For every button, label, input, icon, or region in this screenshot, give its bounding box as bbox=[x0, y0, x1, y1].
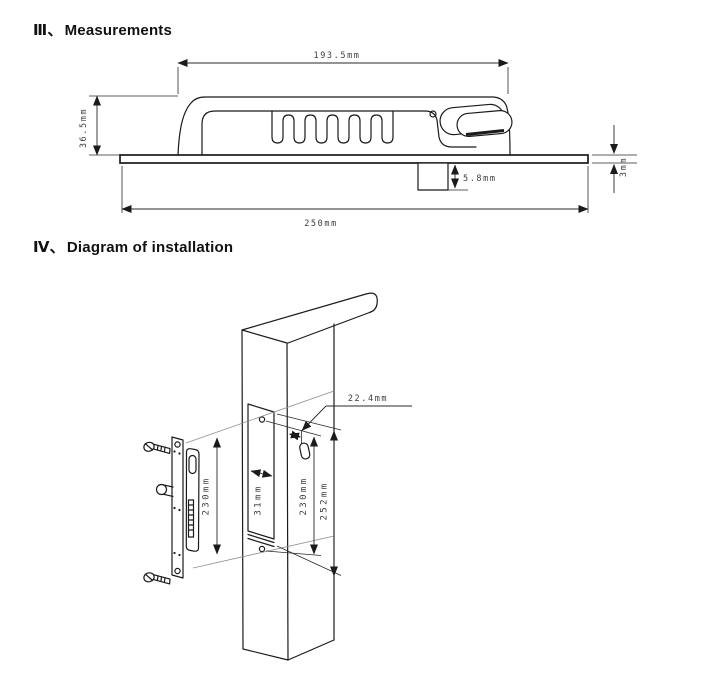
baseplate bbox=[119, 154, 589, 164]
key-cover bbox=[439, 103, 513, 137]
dim-plate-thickness: 3mm bbox=[592, 125, 637, 193]
screw-top bbox=[143, 441, 171, 454]
section-title-measurements: Ⅲ、Measurements bbox=[33, 19, 172, 40]
profile-rack bbox=[187, 499, 195, 538]
screw-bottom bbox=[143, 572, 171, 585]
installation-drawing: 22.4mm 230mm 31mm 230mm bbox=[143, 292, 412, 661]
frame-cutout bbox=[247, 403, 275, 553]
dim-hole-offset: 22.4mm bbox=[289, 394, 412, 444]
dim-body-height-label: 36.5mm bbox=[79, 108, 89, 148]
dim-hole-offset-label: 22.4mm bbox=[348, 394, 388, 404]
dim-cutout-height: 252mm bbox=[276, 413, 342, 577]
dim-body-length-label: 193.5mm bbox=[313, 51, 360, 61]
dim-frame-hole-spacing-label: 230mm bbox=[299, 476, 309, 515]
lock-body-profile bbox=[185, 448, 200, 552]
dim-bolt-protrusion-label: 5.8mm bbox=[463, 174, 497, 184]
bolt-cylinder bbox=[155, 483, 174, 497]
section-title-installation-text: Diagram of installation bbox=[66, 239, 234, 256]
indicator-dot bbox=[429, 110, 437, 118]
frame-hole-top bbox=[258, 416, 266, 423]
dim-bolt-protrusion: 5.8mm bbox=[448, 164, 497, 191]
dim-body-height: 36.5mm bbox=[79, 95, 178, 156]
section-title-measurements-text: Measurements bbox=[64, 22, 173, 39]
dim-cutout-width: 31mm bbox=[250, 469, 273, 516]
section-numeral-3: Ⅲ、 bbox=[33, 21, 63, 39]
frame-hole-bottom bbox=[258, 545, 266, 553]
section-title-installation: Ⅳ、Diagram of installation bbox=[33, 236, 233, 257]
faceplate-hole-top bbox=[174, 441, 181, 448]
lock-side-view bbox=[119, 96, 589, 191]
section-numeral-4: Ⅳ、 bbox=[33, 238, 65, 256]
dim-total-length-label: 250mm bbox=[304, 219, 338, 229]
dim-cutout-width-label: 31mm bbox=[254, 484, 264, 515]
dim-plate-hole-spacing-label: 230mm bbox=[202, 476, 212, 515]
dim-body-length: 193.5mm bbox=[177, 51, 509, 94]
lock-recess-outline bbox=[201, 110, 477, 156]
faceplate-hole-bottom bbox=[174, 567, 181, 575]
profile-slot bbox=[188, 454, 197, 475]
dim-total-length: 250mm bbox=[121, 166, 589, 229]
faceplate bbox=[155, 436, 184, 579]
side-hole bbox=[299, 442, 311, 460]
measurement-drawing: 193.5mm 36.5mm 250mm 5.8mm bbox=[79, 51, 637, 229]
dim-cutout-height-label: 252mm bbox=[320, 481, 330, 520]
door-frame bbox=[241, 292, 378, 661]
dim-plate-thickness-label: 3mm bbox=[619, 157, 629, 177]
dim-plate-hole-spacing: 230mm bbox=[202, 437, 221, 555]
vent-grille bbox=[271, 110, 394, 144]
bolt bbox=[417, 162, 449, 191]
